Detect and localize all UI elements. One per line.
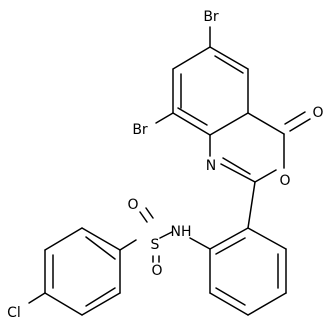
sulfur-label: S [151,237,160,253]
bond [44,227,83,251]
bond [247,181,256,229]
carbonyl-oxygen-label: O [312,105,323,121]
bond [85,236,116,260]
bond [222,157,251,175]
bond [155,112,174,124]
bond [247,112,285,135]
bond [284,111,306,125]
bond [254,169,277,183]
sulfonyl-oxygen-bottom-label: O [151,263,162,279]
chlorine-label: Cl [7,305,21,321]
bond [209,227,249,250]
ring-nitrogen-label: N [206,158,216,174]
bond [81,227,121,251]
amide-nh-label: NH [171,224,192,240]
atom-labels: Br Br O O N NH S O O Cl [7,9,323,321]
bond [28,292,46,304]
bond [159,231,173,239]
bond [177,107,208,126]
bromine-left-label: Br [132,122,148,138]
bond [289,118,311,132]
bond [172,112,211,136]
bond [81,292,121,316]
ring-oxygen-label: O [279,173,290,189]
bond-lines [28,26,311,316]
bond [189,237,211,250]
bond [119,239,137,251]
bond [220,163,256,183]
bond [247,292,287,316]
bond [139,211,148,223]
bond [214,55,244,74]
bromine-top-label: Br [203,9,219,25]
bond [247,227,287,250]
bond [209,292,249,316]
bond [85,287,116,307]
bond [172,46,211,70]
sulfonyl-oxygen-top-label: O [127,197,138,213]
bond [209,112,249,136]
bond [145,207,154,219]
bond [209,46,249,70]
bond [215,287,246,306]
bond [215,237,246,255]
bond [44,292,83,316]
